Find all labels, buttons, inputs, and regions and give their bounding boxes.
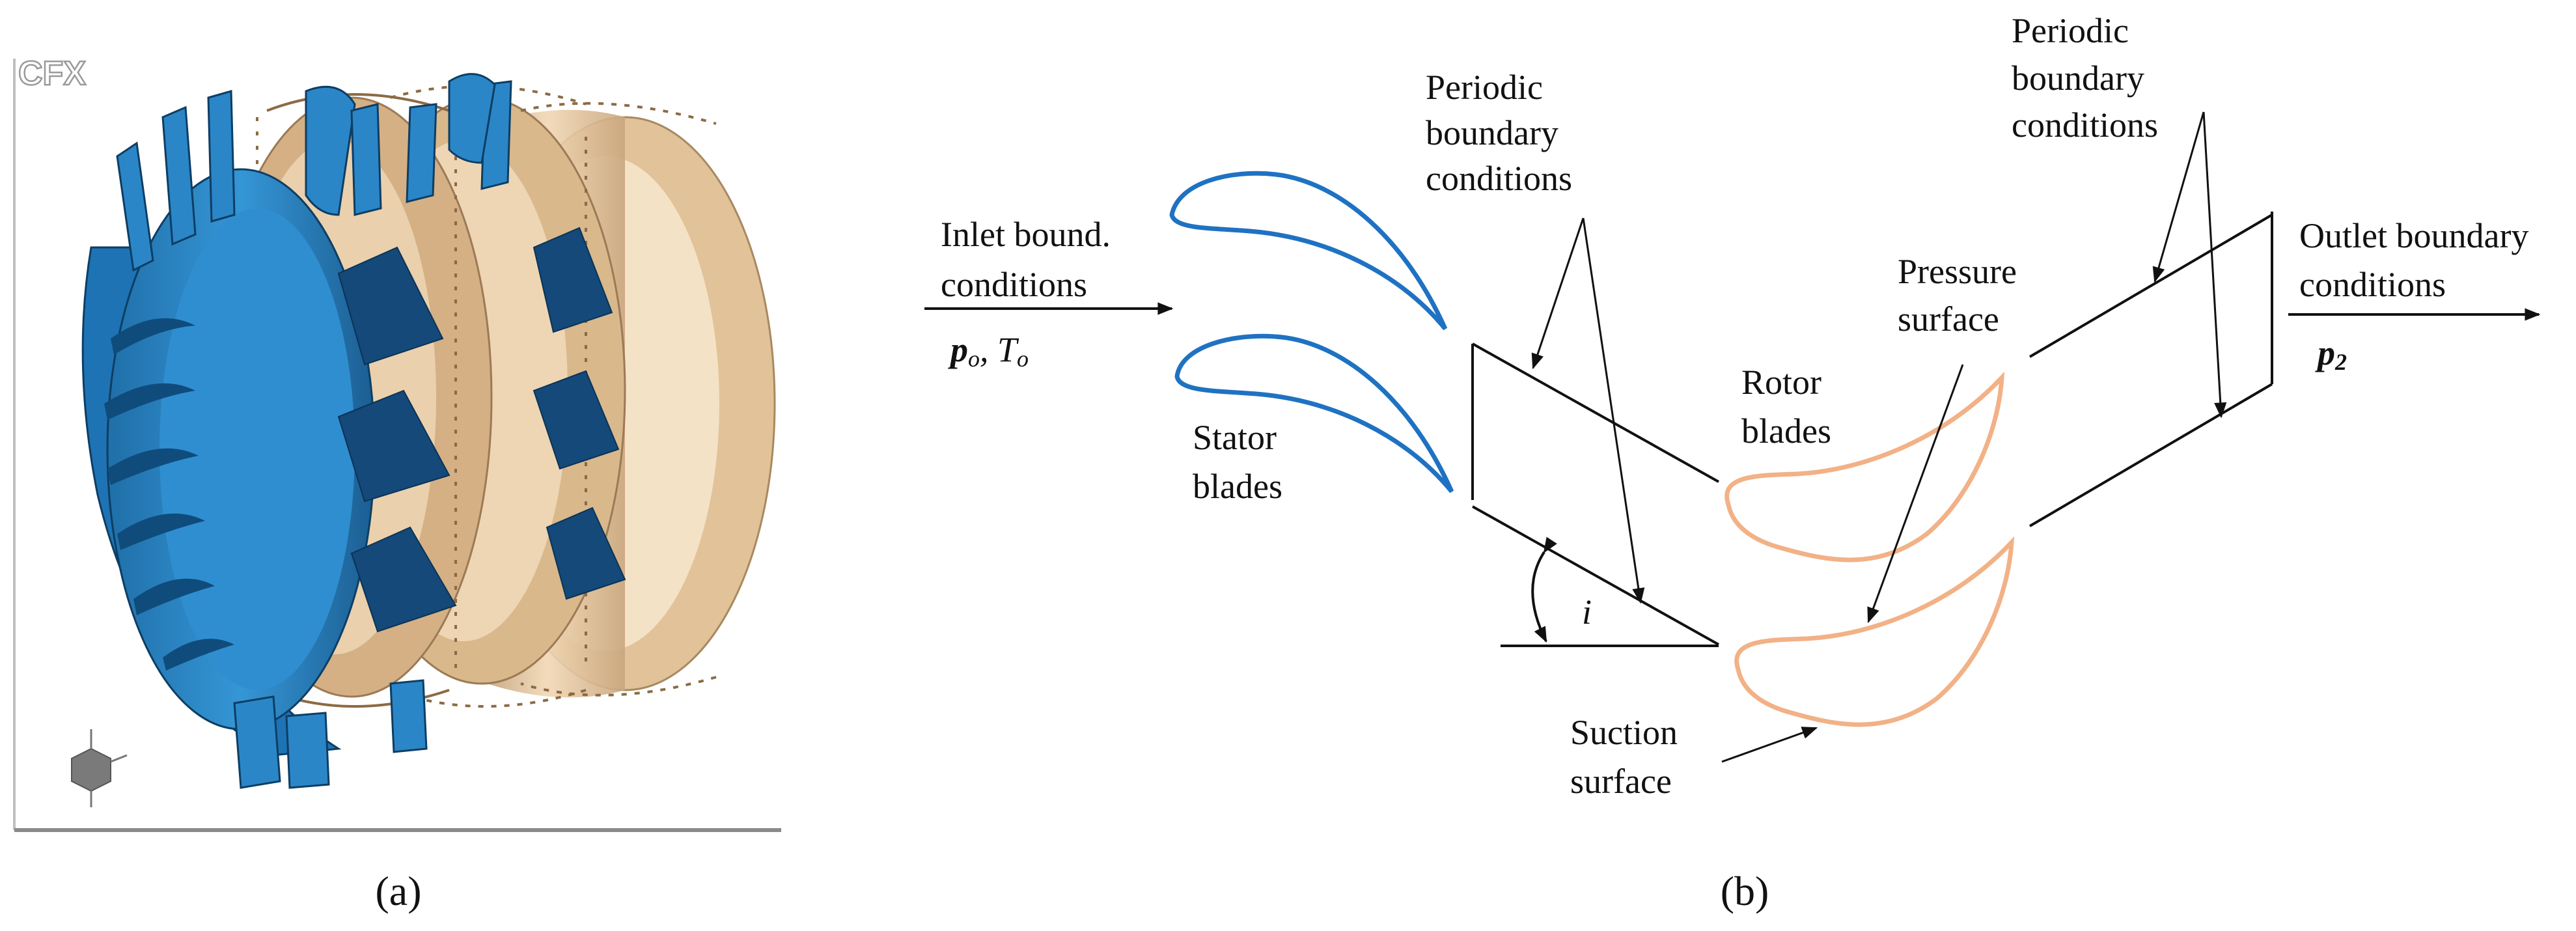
rotor-hub-wedges bbox=[337, 227, 626, 633]
pressure-label-line2: surface bbox=[1898, 299, 1999, 339]
stator-blade-lower bbox=[1174, 333, 1454, 493]
incidence-angle-label: i bbox=[1582, 592, 1592, 632]
rotor-domain-top-edge bbox=[2029, 214, 2273, 358]
suction-surface-arrow bbox=[1721, 727, 1818, 763]
periodic-left-line2: boundary bbox=[1426, 113, 1558, 152]
stator-blade-upper bbox=[1169, 171, 1448, 331]
stator-domain-top-edge bbox=[1472, 342, 1719, 483]
stator-domain-bottom-edge bbox=[1472, 505, 1719, 646]
incidence-angle-arc bbox=[1531, 536, 1557, 643]
pressure-label-line1: Pressure bbox=[1898, 252, 2017, 291]
rotor-blade-upper bbox=[1724, 371, 2005, 563]
inlet-label-line1: Inlet bound. bbox=[941, 215, 1111, 254]
axis-triad-icon bbox=[71, 729, 128, 807]
suction-label-line1: Suction bbox=[1570, 713, 1678, 752]
inlet-label-line2: conditions bbox=[941, 265, 1087, 304]
turbine-3d-render: CFX bbox=[13, 54, 781, 914]
cfx-logo: CFX bbox=[18, 55, 86, 92]
periodic-left-line1: Periodic bbox=[1426, 68, 1543, 107]
periodic-right-line3: conditions bbox=[2012, 105, 2158, 145]
stator-label-line1: Stator bbox=[1193, 418, 1277, 457]
stator-blades-top bbox=[116, 73, 512, 272]
suction-label-line2: surface bbox=[1570, 762, 1672, 801]
periodic-right-arrow-2 bbox=[2202, 111, 2227, 419]
periodic-right-line2: boundary bbox=[2012, 59, 2144, 98]
inlet-variables: po, To bbox=[948, 330, 1029, 372]
periodic-left-line3: conditions bbox=[1426, 159, 1572, 198]
caption-a: (a) bbox=[375, 868, 421, 914]
periodic-right-line1: Periodic bbox=[2012, 11, 2129, 50]
pressure-surface-arrow bbox=[1867, 364, 1964, 624]
rotor-domain-bottom-edge bbox=[2029, 383, 2273, 527]
stator-drum bbox=[81, 168, 376, 757]
outlet-label-line1: Outlet boundary bbox=[2299, 216, 2528, 255]
outlet-variable: p2 bbox=[2315, 333, 2347, 375]
periodic-left-arrow-1 bbox=[1531, 217, 1585, 370]
stator-blade-slots bbox=[104, 318, 234, 671]
caption-b: (b) bbox=[1721, 868, 1769, 914]
stator-label-line2: blades bbox=[1193, 467, 1282, 506]
cascade-schematic: Inlet bound. conditions po, To Stator bl… bbox=[924, 11, 2541, 914]
periodic-right-arrow-1 bbox=[2152, 111, 2205, 283]
outlet-label-line2: conditions bbox=[2299, 265, 2446, 304]
rotor-blade-lower bbox=[1734, 536, 2015, 727]
rotor-label-line1: Rotor bbox=[1741, 363, 1821, 402]
rotor-label-line2: blades bbox=[1741, 411, 1831, 451]
periodic-left-arrow-2 bbox=[1582, 217, 1645, 604]
stator-blades-bottom bbox=[233, 679, 428, 789]
